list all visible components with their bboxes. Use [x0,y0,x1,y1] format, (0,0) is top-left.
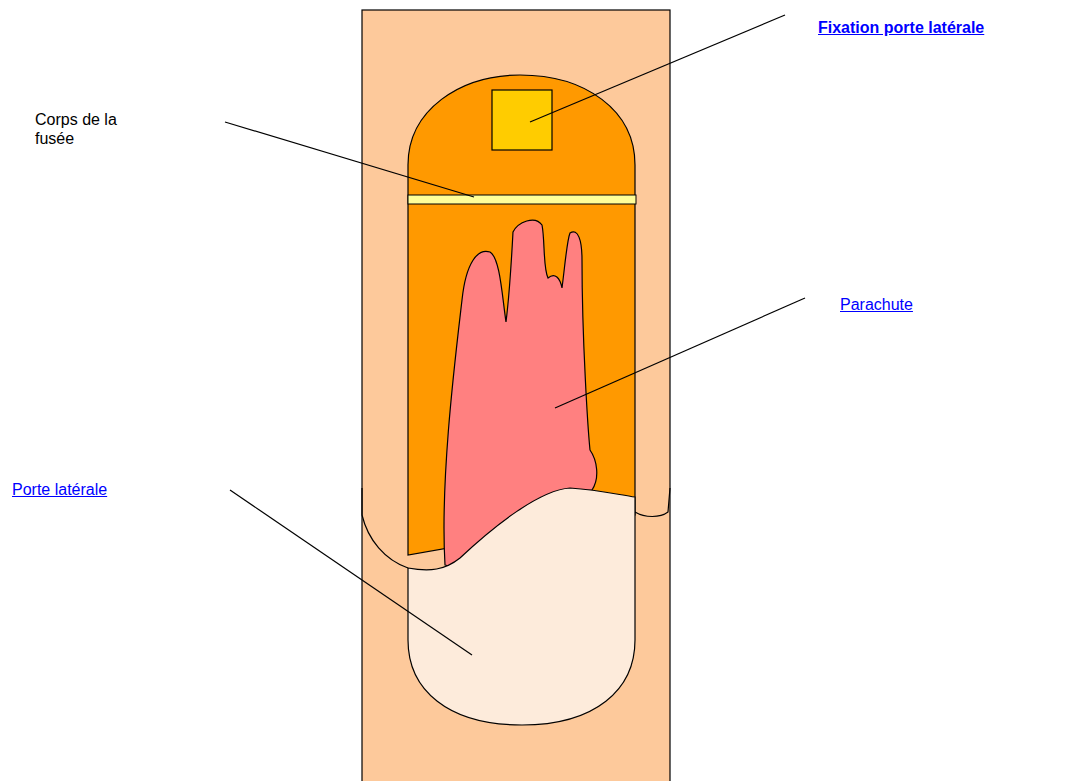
body-band [408,195,636,204]
side-door [408,488,635,725]
background-panel [362,10,670,781]
leader-line [555,298,805,408]
part-link-label: Parachute [840,295,913,314]
part-label: Corps de la fusée [35,110,155,148]
leader-line [225,122,474,197]
flap-outline [362,488,408,568]
door-fixation [492,90,552,150]
leader-line [530,15,785,122]
part-link-label: Porte latérale [12,480,107,499]
leader-line [230,490,472,655]
flap-outline [635,488,670,517]
part-link-label: Fixation porte latérale [818,18,984,37]
